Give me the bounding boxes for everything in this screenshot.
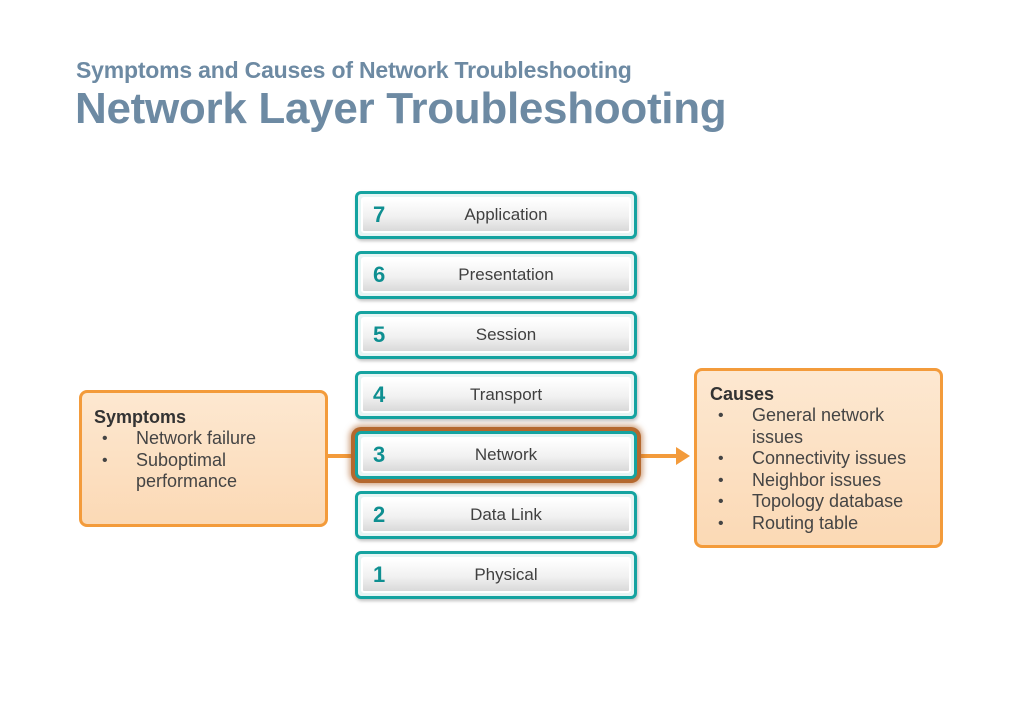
layer-name: Transport bbox=[469, 385, 543, 404]
cause-text: Neighbor issues bbox=[752, 469, 882, 490]
symptom-text: Network failure bbox=[136, 428, 257, 448]
page-subtitle: Symptoms and Causes of Network Troublesh… bbox=[76, 57, 632, 83]
symptoms-heading: Symptoms bbox=[94, 407, 187, 427]
list-item: • General network issues bbox=[710, 405, 928, 448]
osi-layer-7: 7 Application bbox=[355, 191, 637, 239]
list-item: • Routing table bbox=[710, 513, 928, 535]
bullet-icon: • bbox=[718, 493, 724, 510]
cause-text: General network issues bbox=[752, 405, 885, 447]
symptoms-connector-line bbox=[327, 454, 355, 458]
layer-number: 3 bbox=[373, 442, 386, 467]
bullet-icon: • bbox=[718, 514, 724, 532]
list-item: • Connectivity issues bbox=[710, 448, 928, 470]
list-item: • Network failure bbox=[94, 428, 313, 450]
causes-heading: Causes bbox=[710, 384, 775, 404]
layer-number: 4 bbox=[373, 382, 386, 407]
layer-number: 1 bbox=[373, 562, 386, 587]
list-item: • Neighbor issues bbox=[710, 470, 928, 492]
layer-name: Session bbox=[475, 325, 537, 344]
osi-layer-3-highlighted: 3 Network bbox=[355, 431, 637, 479]
osi-layer-5: 5 Session bbox=[355, 311, 637, 359]
causes-connector-line bbox=[641, 454, 679, 458]
cause-text: Topology database bbox=[752, 491, 904, 511]
symptoms-callout: Symptoms • Network failure • Suboptimal pe… bbox=[79, 390, 328, 527]
bullet-icon: • bbox=[718, 407, 724, 424]
layer-name: Presentation bbox=[458, 265, 554, 284]
layer-name: Physical bbox=[474, 565, 538, 584]
layer-number: 6 bbox=[373, 262, 386, 287]
layer-number: 2 bbox=[373, 502, 386, 527]
layer-name: Application bbox=[464, 205, 548, 224]
osi-layer-2: 2 Data Link bbox=[355, 491, 637, 539]
list-item: • Topology database bbox=[710, 491, 928, 513]
bullet-icon: • bbox=[718, 450, 724, 467]
symptom-text: Suboptimal performance bbox=[136, 449, 238, 492]
layer-name: Data Link bbox=[470, 505, 542, 524]
cause-text: Routing table bbox=[752, 512, 859, 533]
layer-name: Network bbox=[474, 445, 538, 464]
page-title: Network Layer Troubleshooting bbox=[75, 84, 727, 133]
causes-list: • General network issues • Connectivity is… bbox=[710, 405, 928, 534]
bullet-icon: • bbox=[102, 430, 108, 447]
bullet-icon: • bbox=[718, 471, 724, 489]
bullet-icon: • bbox=[102, 451, 108, 469]
causes-callout: Causes • General network issues • Connecti… bbox=[694, 368, 943, 548]
symptoms-list: • Network failure • Suboptimal performance bbox=[94, 428, 313, 493]
arrow-right-icon bbox=[676, 447, 690, 465]
osi-layer-1: 1 Physical bbox=[355, 551, 637, 599]
cause-text: Connectivity issues bbox=[752, 448, 907, 468]
layer-number: 7 bbox=[373, 202, 386, 227]
layer-number: 5 bbox=[373, 322, 386, 347]
list-item: • Suboptimal performance bbox=[94, 450, 313, 493]
osi-layer-6: 6 Presentation bbox=[355, 251, 637, 299]
osi-layer-4: 4 Transport bbox=[355, 371, 637, 419]
